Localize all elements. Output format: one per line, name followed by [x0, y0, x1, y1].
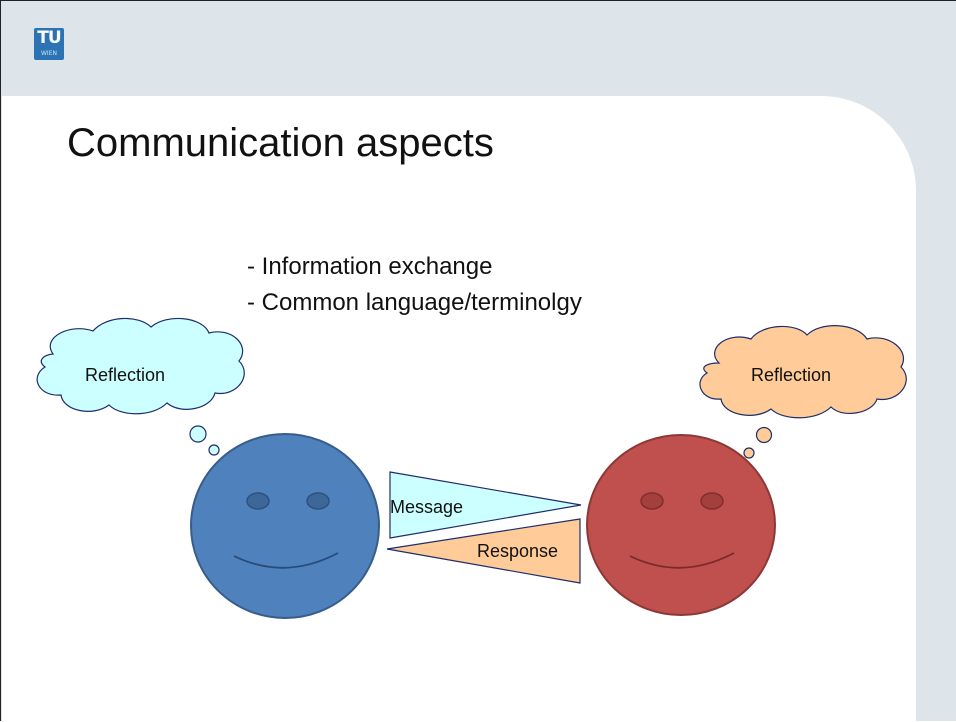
- bullet-list: - Information exchange - Common language…: [247, 249, 582, 321]
- response-arrow: [386, 518, 581, 584]
- tu-wien-logo: TU WIEN: [34, 28, 64, 60]
- logo-letters: TU: [37, 28, 61, 48]
- right-thought-cloud: [699, 325, 907, 469]
- slide-title: Communication aspects: [67, 121, 494, 165]
- left-cloud-label: Reflection: [85, 365, 166, 385]
- bullet-item: - Common language/terminolgy: [247, 289, 582, 316]
- thought-bubble-medium: [743, 447, 755, 459]
- smile: [629, 552, 735, 569]
- eye: [246, 492, 270, 510]
- left-smiley-face: [190, 433, 380, 619]
- logo-subtext: WIEN: [41, 50, 57, 57]
- right-smiley-face: [586, 434, 776, 616]
- smile: [233, 552, 339, 569]
- right-cloud-label: Reflection: [751, 365, 832, 385]
- message-label: Message: [390, 497, 464, 517]
- thought-bubble-large: [755, 426, 773, 444]
- left-thought-cloud: [36, 317, 245, 465]
- thought-bubble-medium: [208, 444, 220, 456]
- message-arrow: [389, 471, 582, 539]
- eye: [640, 492, 664, 510]
- eye: [700, 492, 724, 510]
- thought-bubble-large: [189, 425, 207, 443]
- response-label: Response: [477, 541, 559, 561]
- bullet-item: - Information exchange: [247, 253, 493, 280]
- eye: [306, 492, 330, 510]
